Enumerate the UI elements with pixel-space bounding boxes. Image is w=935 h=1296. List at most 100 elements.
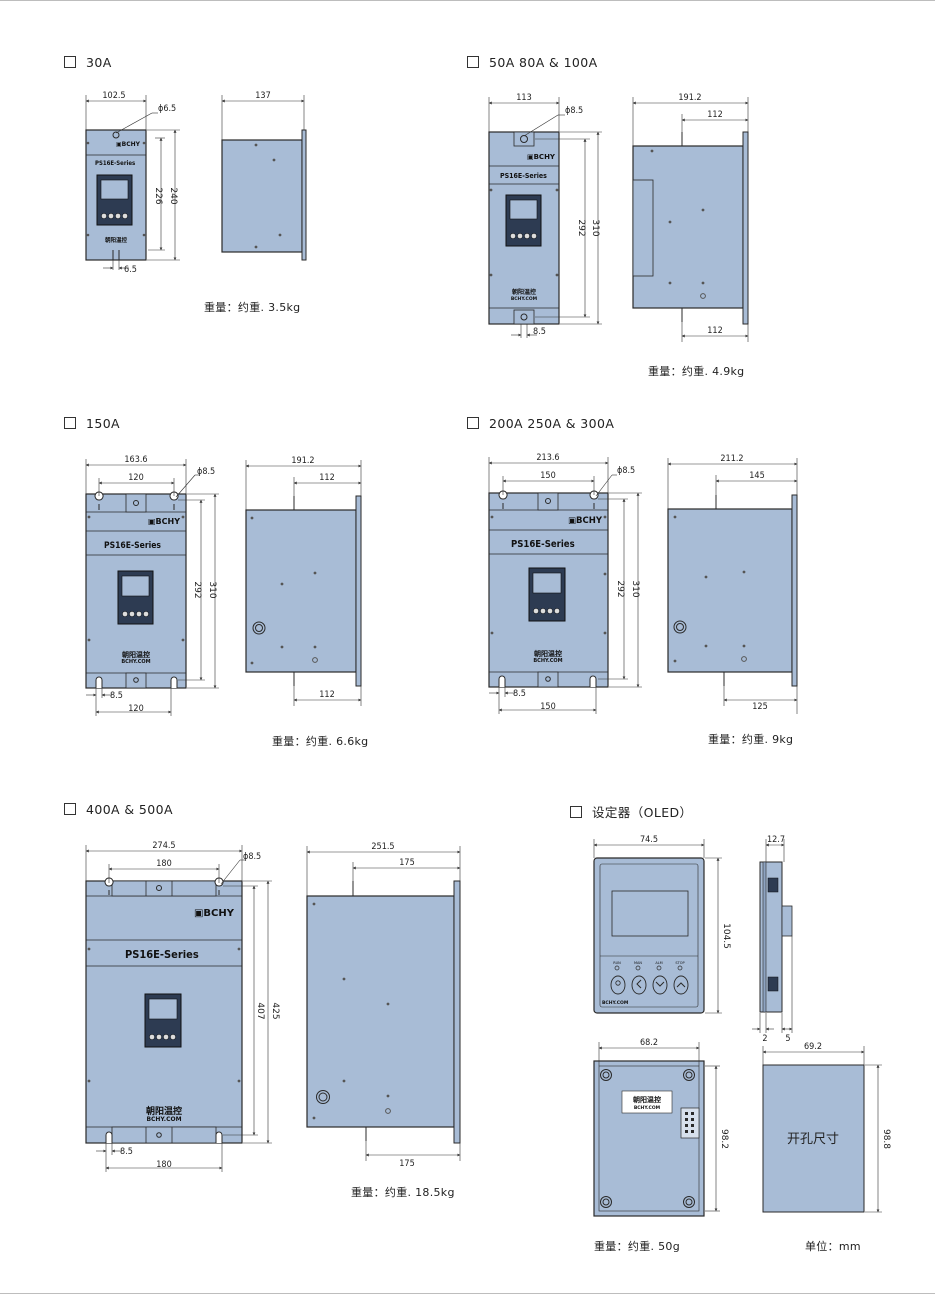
svg-text:BCHY.COM: BCHY.COM <box>634 1105 661 1111</box>
drawing-oled-back: 朝阳温控 BCHY.COM <box>593 1060 705 1217</box>
dims-150a-front <box>85 459 219 716</box>
svg-text:274.5: 274.5 <box>152 841 175 851</box>
dims-cutout <box>762 1046 882 1213</box>
unit-label: 单位：mm <box>805 1240 861 1253</box>
svg-text:▣BCHY: ▣BCHY <box>568 516 603 526</box>
svg-text:RUN: RUN <box>613 961 621 965</box>
drawing-200a-front: ▣BCHY PS16E-Series 朝阳温控 BCHY.COM <box>488 490 609 688</box>
svg-text:163.6: 163.6 <box>124 455 147 465</box>
drawing-400a-side <box>306 880 461 1144</box>
drawing-oled-side <box>759 861 793 1013</box>
svg-text:292: 292 <box>576 219 586 236</box>
svg-text:8.5: 8.5 <box>120 1147 133 1157</box>
weight-oled: 重量：约重. 50g <box>594 1240 680 1253</box>
section-title-50a: 50A 80A & 100A <box>467 55 598 70</box>
svg-text:150: 150 <box>540 471 555 481</box>
svg-text:朝阳温控: 朝阳温控 <box>512 288 536 296</box>
svg-text:120: 120 <box>128 704 143 714</box>
checkbox-icon <box>570 806 582 818</box>
checkbox-icon <box>64 56 76 68</box>
svg-text:朝阳温控: 朝阳温控 <box>146 1105 182 1117</box>
section-title-400a: 400A & 500A <box>64 802 173 817</box>
dims-30a-side <box>221 95 305 140</box>
svg-text:226: 226 <box>153 187 163 204</box>
dims-200a-side <box>667 458 798 714</box>
svg-text:310: 310 <box>630 580 640 597</box>
svg-text:PS16E-Series: PS16E-Series <box>511 539 575 550</box>
svg-text:▣BCHY: ▣BCHY <box>148 517 180 526</box>
svg-text:180: 180 <box>156 1160 171 1170</box>
svg-text:12.7: 12.7 <box>767 835 785 845</box>
svg-text:BCHY.COM: BCHY.COM <box>146 1116 181 1123</box>
svg-text:104.5: 104.5 <box>721 923 731 949</box>
svg-text:朝阳温控: 朝阳温控 <box>122 650 150 659</box>
svg-text:PS16E-Series: PS16E-Series <box>95 160 135 167</box>
svg-text:68.2: 68.2 <box>640 1038 658 1048</box>
svg-text:292: 292 <box>192 581 202 598</box>
svg-text:ϕ6.5: ϕ6.5 <box>158 104 176 114</box>
dims-50a-front <box>488 97 602 338</box>
svg-text:175: 175 <box>399 1159 414 1169</box>
weight-150a: 重量：约重. 6.6kg <box>272 735 369 748</box>
drawing-30a-side <box>221 129 307 261</box>
checkbox-icon <box>467 417 479 429</box>
dims-400a-side <box>306 846 461 1161</box>
svg-text:292: 292 <box>615 580 625 597</box>
svg-text:310: 310 <box>207 581 217 598</box>
svg-text:175: 175 <box>399 858 414 868</box>
drawing-30a-front: ▣BCHY PS16E-Series 朝阳温控 <box>85 129 147 261</box>
svg-text:▣BCHY: ▣BCHY <box>194 908 235 919</box>
svg-text:ϕ8.5: ϕ8.5 <box>565 106 583 116</box>
svg-text:211.2: 211.2 <box>720 454 743 464</box>
svg-text:69.2: 69.2 <box>804 1042 822 1052</box>
svg-text:98.2: 98.2 <box>719 1129 729 1149</box>
svg-text:120: 120 <box>128 473 143 483</box>
svg-text:137: 137 <box>255 91 270 101</box>
svg-text:145: 145 <box>749 471 764 481</box>
svg-text:朝阳温控: 朝阳温控 <box>105 236 128 244</box>
svg-text:PS16E-Series: PS16E-Series <box>104 541 161 551</box>
svg-text:6.5: 6.5 <box>124 265 137 275</box>
dims-oled-back <box>598 1042 720 1212</box>
dims-400a-front <box>85 845 272 1172</box>
svg-text:407: 407 <box>255 1002 265 1019</box>
top-rule <box>0 0 935 1</box>
svg-text:▣BCHY: ▣BCHY <box>527 153 556 161</box>
cutout-label: 开孔尺寸 <box>787 1132 839 1147</box>
weight-50a: 重量：约重. 4.9kg <box>648 365 745 378</box>
svg-text:ϕ8.5: ϕ8.5 <box>243 852 261 862</box>
weight-400a: 重量：约重. 18.5kg <box>351 1186 455 1199</box>
svg-text:STOP: STOP <box>675 961 684 965</box>
checkbox-icon <box>64 803 76 815</box>
svg-text:240: 240 <box>168 187 178 204</box>
svg-text:BCHY.COM: BCHY.COM <box>121 659 150 665</box>
svg-text:ϕ8.5: ϕ8.5 <box>617 466 635 476</box>
svg-text:191.2: 191.2 <box>291 456 314 466</box>
weight-30a: 重量：约重. 3.5kg <box>204 301 301 314</box>
dims-50a-side <box>632 97 749 342</box>
svg-text:310: 310 <box>590 219 600 236</box>
dims-200a-front <box>488 457 642 714</box>
dims-oled-side <box>752 839 793 1033</box>
drawing-50a-front: ▣BCHY PS16E-Series 朝阳温控 BCHY.COM <box>488 131 560 325</box>
svg-text:8.5: 8.5 <box>513 689 526 699</box>
svg-text:ALM: ALM <box>655 961 662 965</box>
drawing-oled-front: RUN MAN ALM STOP BCHY.COM <box>593 857 705 1014</box>
svg-text:BCHY.COM: BCHY.COM <box>602 1000 629 1006</box>
svg-text:112: 112 <box>319 690 334 700</box>
svg-text:▣BCHY: ▣BCHY <box>116 141 141 148</box>
svg-text:8.5: 8.5 <box>110 691 123 701</box>
svg-text:125: 125 <box>752 702 767 712</box>
weight-200a: 重量：约重. 9kg <box>708 733 794 746</box>
svg-text:ϕ8.5: ϕ8.5 <box>197 467 215 477</box>
svg-text:PS16E-Series: PS16E-Series <box>125 948 199 961</box>
svg-text:191.2: 191.2 <box>678 93 701 103</box>
svg-text:251.5: 251.5 <box>371 842 394 852</box>
svg-text:112: 112 <box>319 473 334 483</box>
svg-text:112: 112 <box>707 110 722 120</box>
svg-text:MAN: MAN <box>634 961 642 965</box>
svg-text:180: 180 <box>156 859 171 869</box>
svg-text:BCHY.COM: BCHY.COM <box>511 296 538 302</box>
checkbox-icon <box>64 417 76 429</box>
svg-text:74.5: 74.5 <box>640 835 658 845</box>
